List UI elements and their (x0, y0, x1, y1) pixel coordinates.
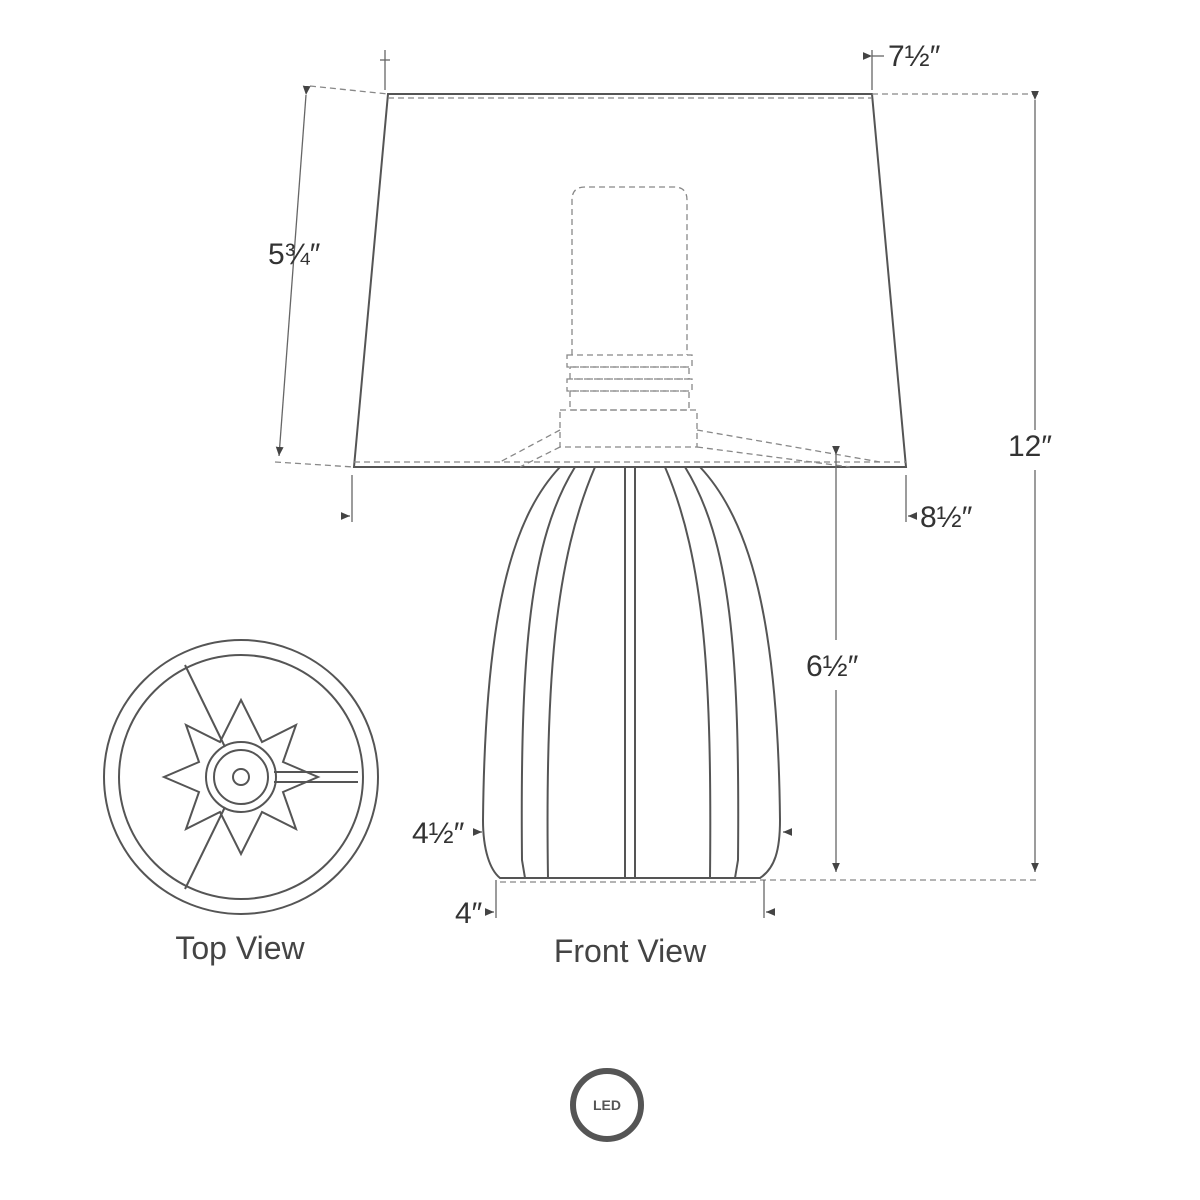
dim-base-height: 6½″ (806, 650, 859, 683)
dim-base-width: 4½″ (412, 817, 465, 850)
top-view-caption: Top View (175, 930, 305, 966)
top-view-drawing (103, 639, 379, 915)
bulb-and-socket (499, 186, 881, 468)
dim-overall-height: 12″ (1008, 430, 1052, 463)
led-label: LED (593, 1097, 621, 1113)
lamp-shade (352, 93, 908, 468)
front-view-caption: Front View (554, 933, 707, 969)
dim-base-foot-width: 4″ (455, 897, 483, 930)
dimension-lines (274, 50, 1040, 918)
dim-shade-top-width: 7½″ (888, 40, 941, 73)
dim-shade-height: 5¾″ (268, 238, 321, 271)
lamp-base (481, 466, 782, 883)
dim-shade-bottom-width: 8½″ (920, 501, 973, 534)
led-badge: LED (570, 1068, 644, 1142)
